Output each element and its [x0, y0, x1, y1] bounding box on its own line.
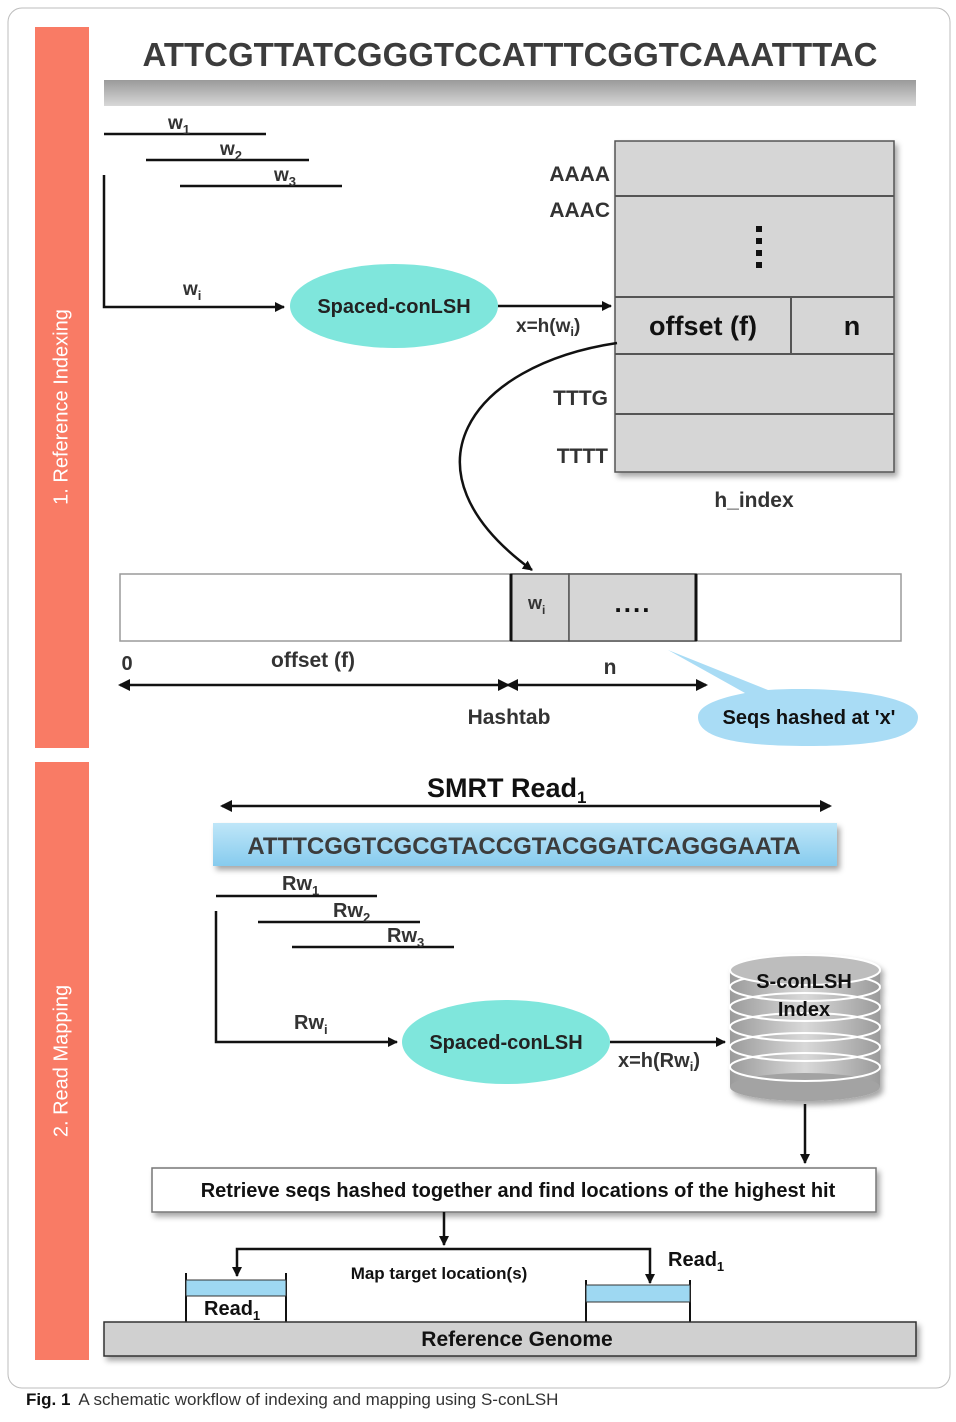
- rwi-label: Rwi: [294, 1012, 328, 1037]
- read-window-label-3: Rw3: [387, 925, 424, 950]
- right-read-bar: [585, 1284, 691, 1303]
- left-read-label: Read1: [204, 1298, 260, 1323]
- figure-label: Fig. 1: [26, 1390, 71, 1409]
- right-read-label: Read1: [668, 1249, 724, 1274]
- hash-expr-1: x=h(wi): [516, 316, 580, 339]
- retrieve-text: Retrieve seqs hashed together and find l…: [201, 1180, 836, 1202]
- h-index-row-tttt: TTTT: [557, 445, 608, 468]
- h-index-row-aaac: AAAC: [549, 199, 610, 222]
- read-mapping-panel: [35, 762, 89, 1360]
- hashtab-wi-label: wi: [527, 593, 545, 617]
- hashtab-offset-label: offset (f): [271, 649, 355, 672]
- map-right-arrow: [444, 1247, 655, 1284]
- callout-bubble: [668, 650, 918, 746]
- database-icon: [729, 954, 881, 1101]
- window-label-w1: w1: [167, 113, 190, 137]
- map-left-arrow: [232, 1247, 444, 1277]
- window-label-w3: w3: [273, 165, 296, 189]
- retrieve-box: [151, 1167, 877, 1213]
- spaced-conlsh-label-1: Spaced-conLSH: [317, 296, 470, 318]
- spaced-conlsh-label-2: Spaced-conLSH: [429, 1032, 582, 1054]
- h-index-table: [614, 140, 895, 473]
- h-index-label: h_index: [714, 489, 794, 512]
- reference-sequence-bar: [104, 80, 916, 106]
- reference-genome-label: Reference Genome: [421, 1328, 612, 1351]
- index-label-line1: S-conLSH: [756, 971, 852, 993]
- spaced-conlsh-hash-2: [402, 1000, 610, 1084]
- read-window-label-1: Rw1: [282, 873, 319, 898]
- read-window-label-2: Rw2: [333, 900, 370, 925]
- left-read-bar: [185, 1279, 287, 1297]
- map-target-label: Map target location(s): [351, 1264, 528, 1283]
- read-sequence-bar: [213, 823, 837, 866]
- reference-indexing-panel: [35, 27, 89, 748]
- hashtab-label: Hashtab: [468, 706, 551, 729]
- read-mapping-label: 2. Read Mapping: [50, 985, 72, 1137]
- reference-indexing-label: 1. Reference Indexing: [50, 309, 72, 505]
- wi-label: wi: [182, 279, 201, 303]
- window-label-w2: w2: [219, 139, 242, 163]
- hash-expr-2: x=h(Rwi): [618, 1050, 700, 1074]
- hashtab-zero: 0: [121, 653, 132, 675]
- caption-text: A schematic workflow of indexing and map…: [78, 1390, 559, 1409]
- figure-caption: Fig. 1 A schematic workflow of indexing a…: [26, 1390, 946, 1410]
- h-index-offset-cell: offset (f): [649, 311, 757, 341]
- hashtab-dots: ....: [615, 588, 652, 618]
- callout-text: Seqs hashed at 'x': [723, 707, 896, 729]
- smrt-read-title: SMRT Read1: [427, 773, 587, 807]
- offset-pointer-arrow: [458, 341, 618, 572]
- wi-arrow: [102, 175, 285, 312]
- reference-genome-bar: [103, 1321, 917, 1357]
- h-index-n-cell: n: [844, 311, 861, 341]
- hashtab-n-label: n: [604, 656, 617, 679]
- figure-frame: [7, 7, 951, 1389]
- read-sequence: ATTTCGGTCGCGTACCGTACGGATCAGGGAATA: [247, 833, 800, 860]
- h-index-row-tttg: TTTG: [553, 387, 608, 410]
- h-index-row-aaaa: AAAA: [549, 163, 610, 186]
- spaced-conlsh-hash-1: [290, 264, 498, 348]
- index-label-line2: Index: [778, 999, 830, 1021]
- reference-sequence: ATTCGTTATCGGGTCCATTTCGGTCAAATTTAC: [142, 36, 877, 73]
- rwi-arrow: [214, 911, 398, 1047]
- vertical-ellipsis-icon: [756, 226, 762, 268]
